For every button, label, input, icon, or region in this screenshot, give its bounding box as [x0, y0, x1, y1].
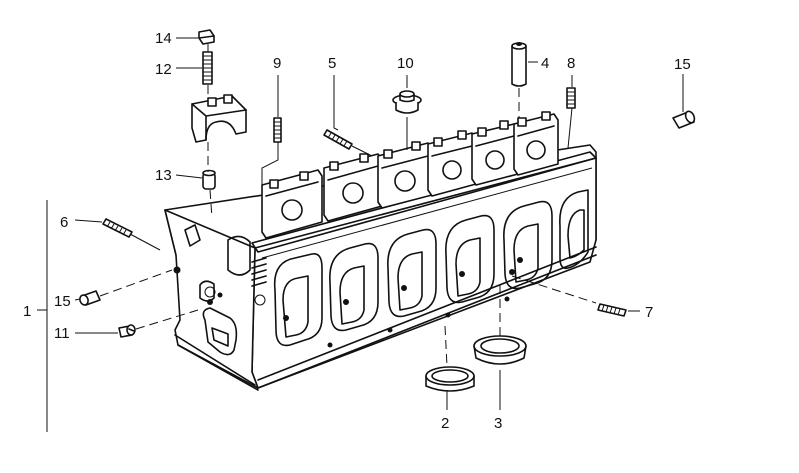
part-14-nut [198, 29, 215, 45]
part-15-sleeve-right [672, 110, 696, 129]
callout-labels: 1 2 3 4 5 6 7 8 9 10 11 12 13 14 15 15 [23, 30, 691, 432]
cam-bearing-towers [261, 111, 559, 239]
callout-8: 8 [567, 55, 575, 72]
valve-springs [251, 257, 267, 306]
end-face-details [184, 224, 251, 356]
callout-1: 1 [23, 303, 31, 320]
cylinder-head [164, 111, 597, 391]
part-4-dowel [511, 42, 527, 87]
callout-11: 11 [54, 325, 70, 342]
callout-9: 9 [273, 55, 281, 72]
callout-3: 3 [494, 415, 502, 432]
callout-15-left: 15 [54, 293, 71, 310]
part-5-stud [323, 129, 353, 150]
bearing-cap [191, 94, 247, 143]
callout-13: 13 [155, 167, 172, 184]
part-9-stud [273, 117, 282, 143]
callout-2: 2 [441, 415, 449, 432]
part-13-sleeve [202, 169, 216, 190]
part-7-stud [597, 303, 627, 317]
part-10-plug [392, 90, 422, 114]
leader-lines [74, 37, 684, 410]
part-3-seat-ring [473, 335, 527, 365]
callout-4: 4 [541, 55, 549, 72]
assembly-bracket [37, 200, 48, 432]
callout-6: 6 [60, 214, 68, 231]
part-6-stud [102, 218, 133, 238]
part-2-seat-ring [425, 366, 475, 392]
bolt-holes [173, 257, 523, 348]
exhaust-ports [273, 189, 589, 347]
callout-12: 12 [155, 61, 172, 78]
callout-10: 10 [397, 55, 414, 72]
callout-7: 7 [645, 304, 653, 321]
part-11-bolt [118, 324, 136, 338]
callout-15-right: 15 [674, 56, 691, 73]
part-8-stud [566, 87, 576, 109]
part-12-stud [202, 51, 213, 85]
callout-14: 14 [155, 30, 172, 47]
callout-5: 5 [328, 55, 336, 72]
part-15-sleeve-left [79, 290, 101, 306]
